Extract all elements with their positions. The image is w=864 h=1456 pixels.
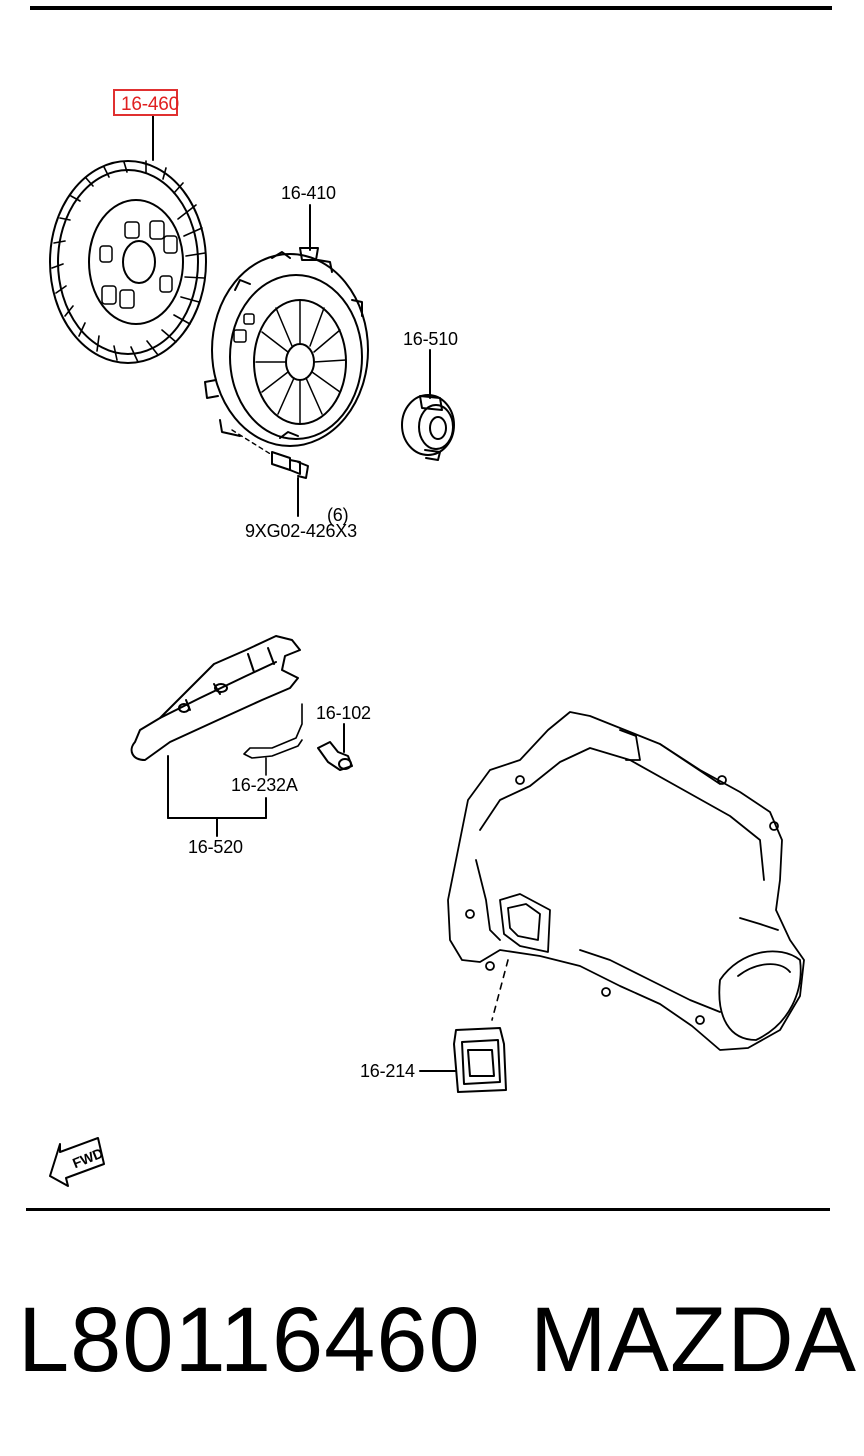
release-bearing-drawing [401,349,455,461]
part-number: L80116460 [18,1289,481,1391]
transmission-case-drawing [447,711,805,1051]
label-bolt-qty: (6) [327,505,349,525]
top-rule [30,6,832,10]
clutch-disc-drawing [49,115,207,364]
clutch-cover-drawing [204,204,369,447]
label-bolt: 9XG02-426X3 [245,521,357,541]
label-boot: 16-214 [360,1061,415,1081]
release-fork-drawing [130,635,301,837]
label-clutch-cover: 16-410 [281,183,336,203]
bolt-drawing [231,429,309,517]
label-release-bearing: 16-510 [403,329,458,349]
label-clutch-disc: 16-460 [121,94,179,115]
fwd-arrow-icon [49,1137,105,1187]
label-fitting: 16-102 [316,703,371,723]
bottom-rule [26,1208,830,1211]
brand-name: MAZDA [530,1289,857,1391]
fitting-drawing [317,723,353,771]
boot-drawing [419,959,509,1093]
highlight-box [113,89,178,116]
spring-clip-drawing [243,703,303,776]
label-spring-clip: 16-232A [231,775,298,795]
label-release-fork: 16-520 [188,837,243,857]
